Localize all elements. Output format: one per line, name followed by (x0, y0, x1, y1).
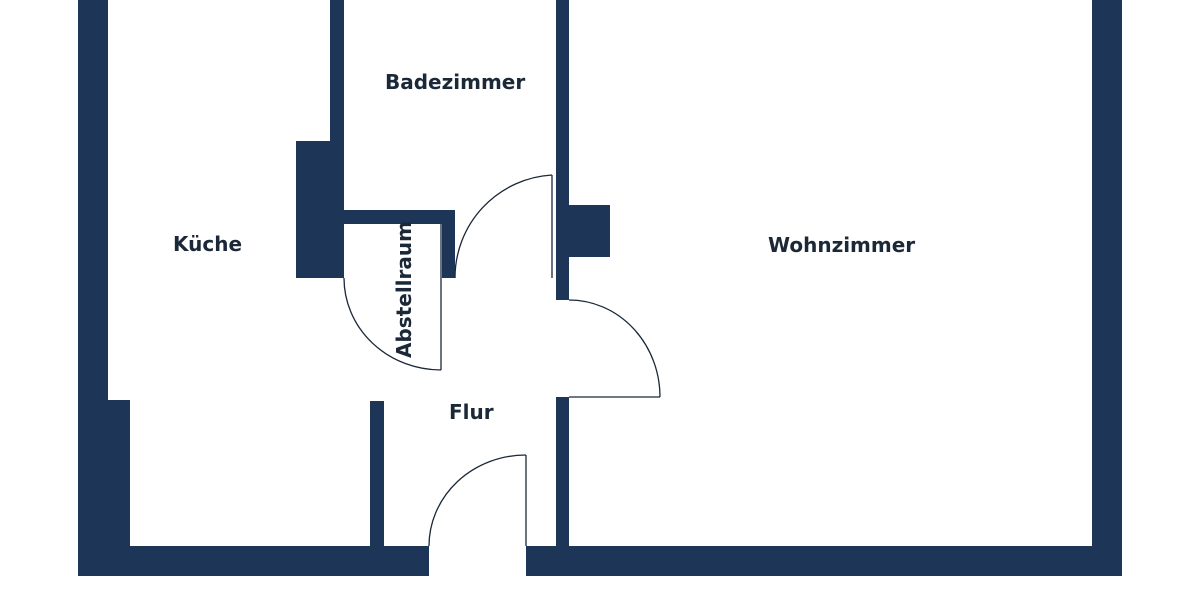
room-label-wohnzimmer: Wohnzimmer (768, 233, 916, 257)
door-living (568, 299, 661, 398)
wall-bath-storage (344, 210, 455, 224)
wall-storage-right (442, 210, 455, 278)
door-storage (343, 224, 442, 371)
wall-living-block (569, 205, 610, 257)
wall-outer-left (78, 0, 108, 576)
wall-bottom-right (526, 546, 1122, 576)
doors (343, 174, 661, 547)
walls (78, 0, 1122, 576)
wall-outer-right (1092, 0, 1122, 576)
room-label-kueche: Küche (173, 232, 243, 256)
room-label-flur: Flur (449, 400, 494, 424)
door-entrance (428, 454, 527, 547)
wall-flur-living (556, 397, 569, 546)
wall-bath-living (556, 0, 569, 300)
wall-kitchen-pillar (108, 400, 130, 546)
room-label-abstellraum: Abstellraum (392, 221, 416, 358)
wall-shaft-block (296, 141, 344, 278)
door-bathroom (454, 174, 553, 279)
wall-kitchen-flur (370, 401, 384, 546)
wall-bottom-left (78, 546, 429, 576)
room-label-badezimmer: Badezimmer (385, 70, 526, 94)
